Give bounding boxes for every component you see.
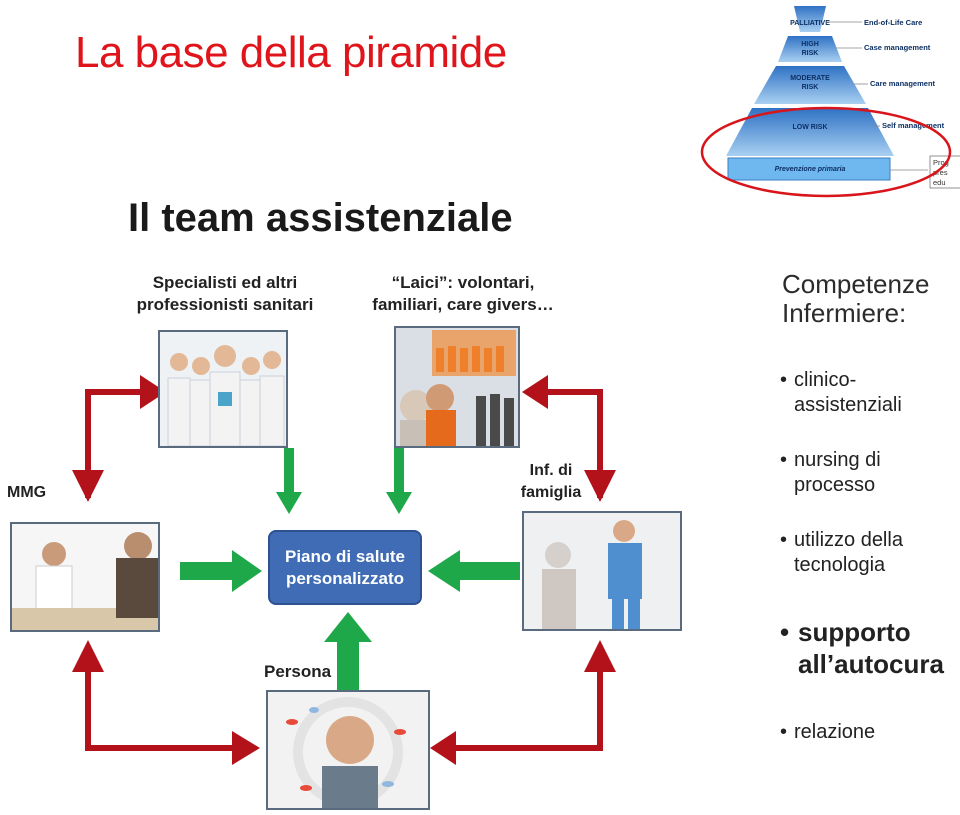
competenza-item: •nursing di processo (780, 449, 881, 496)
arrow-diagram (72, 375, 616, 765)
svg-text:MODERATE: MODERATE (790, 75, 830, 82)
callout-care-mgmt: Care management (870, 79, 936, 88)
doctor-patient-photo (10, 522, 160, 632)
svg-text:RISK: RISK (802, 84, 819, 91)
red-arrowhead-up-doctor (72, 640, 104, 672)
pyramid-diagram: PALLIATIVE HIGH RISK MODERATE RISK LOW R… (700, 6, 960, 198)
pyramid-level-low (726, 108, 894, 156)
red-arrowhead-down-mmg (72, 470, 104, 502)
pyramid-base (727, 157, 891, 181)
callout-end-of-life: End-of-Life Care (864, 18, 922, 27)
pyramid-label-palliative: PALLIATIVE (790, 20, 830, 27)
svg-text:HIGH: HIGH (801, 41, 819, 48)
svg-text:RISK: RISK (802, 50, 819, 57)
callout-self-mgmt: Self management (882, 121, 945, 130)
pyramid-label-low: LOW RISK (793, 124, 828, 131)
red-arrowhead-right-persona (232, 731, 260, 765)
svg-text:Prog: Prog (933, 158, 949, 167)
green-arrow-nurse (428, 550, 460, 592)
svg-text:pres: pres (933, 168, 948, 177)
red-arrowhead-down-inf (584, 470, 616, 502)
pyramid-label-base: Prevenzione primaria (775, 166, 846, 173)
callout-case-mgmt: Case management (864, 43, 931, 52)
slide-title: La base della piramide (75, 28, 507, 77)
volunteers-photo (394, 326, 520, 448)
mmg-label: MMG (7, 484, 47, 501)
nurse-photo (522, 511, 682, 631)
persona-label: Persona (264, 662, 332, 681)
team-photo (158, 330, 288, 448)
pyramid-level-palliative (794, 6, 826, 32)
red-arrowhead-up-nurse (584, 640, 616, 672)
highlight-ellipse (700, 106, 952, 198)
green-arrow-doctor (232, 550, 262, 592)
piano-salute-box: Piano di salute personalizzato (268, 530, 422, 605)
green-arrow-specialists (276, 492, 302, 514)
red-arrowhead-left-persona (430, 731, 456, 765)
pyramid-level-high (778, 36, 842, 62)
competenza-item: •relazione (780, 721, 876, 743)
green-arrow-persona (324, 612, 372, 642)
laici-header: “Laici”: volontari,familiari, care giver… (372, 273, 554, 314)
red-arrowhead-right-specialists (140, 375, 166, 409)
competenza-item: •clinico- assistenziali (780, 369, 902, 416)
elderly-man-photo (266, 690, 430, 810)
competenza-item: •utilizzo della tecnologia (780, 529, 903, 576)
svg-text:edu: edu (933, 178, 946, 187)
green-arrow-volunteers (386, 492, 412, 514)
red-arrowhead-left-volunteers (522, 375, 548, 409)
competenza-item-highlight: •supporto all’autocura (780, 617, 944, 679)
slide-subtitle: Il team assistenziale (128, 196, 513, 240)
pyramid-level-moderate (754, 66, 866, 104)
competenze-title: Competenze Infermiere: (782, 269, 930, 328)
